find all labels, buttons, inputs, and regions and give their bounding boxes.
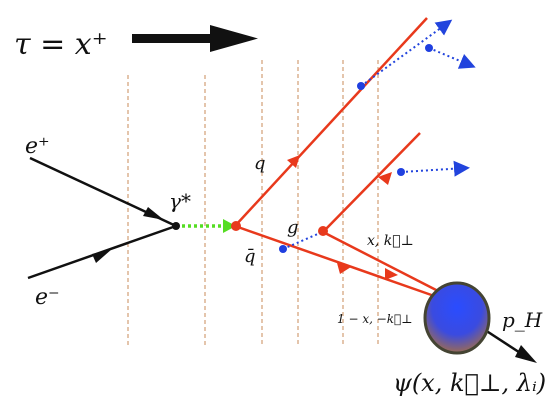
positron-label: e⁺	[25, 134, 50, 159]
quark-label: q	[254, 153, 266, 174]
gluon-split-vertex	[318, 226, 328, 236]
quark-lines	[234, 17, 441, 300]
quark-arrows	[287, 155, 398, 280]
hadron-blob	[423, 281, 491, 355]
radiated-gluon	[400, 160, 470, 177]
split-quark-down	[322, 230, 441, 294]
gluon-label: g	[287, 217, 299, 238]
positron-arrow	[143, 207, 164, 220]
antiquark-line	[234, 224, 441, 300]
gluon-lines	[282, 19, 476, 250]
time-axis-label: τ = x⁺	[14, 27, 108, 62]
photon-label: γ*	[169, 189, 191, 213]
split-quark-up	[322, 132, 421, 233]
time-axis-arrow	[132, 25, 258, 52]
gluon-line	[282, 232, 321, 250]
split-quark-up-arrow	[378, 172, 392, 185]
qqbar-vertex	[231, 221, 241, 231]
hadron-momentum-arrow	[515, 345, 537, 363]
quark-line	[234, 17, 428, 227]
complement-fraction-label: 1 − x, −k⃗⊥	[337, 312, 413, 326]
photon-vertex	[172, 222, 180, 230]
time-slices	[127, 60, 379, 345]
hadron-momentum-label: p_H	[502, 308, 543, 332]
quark-arrow	[287, 155, 300, 168]
split-quark-down-arrow	[385, 268, 398, 280]
antiquark-label: q̄	[244, 246, 256, 267]
photon-arrow	[223, 219, 236, 233]
radiated-gluon	[428, 47, 476, 69]
electron-label: e⁻	[35, 285, 60, 310]
electron-arrow	[92, 249, 112, 263]
wavefunction-label: ψ(x, k⃗⊥, λᵢ)	[393, 369, 545, 397]
antiquark-arrow	[337, 263, 351, 274]
momentum-fraction-label: x, k⃗⊥	[367, 233, 414, 249]
lepton-lines	[27, 156, 177, 280]
radiated-gluon	[360, 19, 453, 87]
